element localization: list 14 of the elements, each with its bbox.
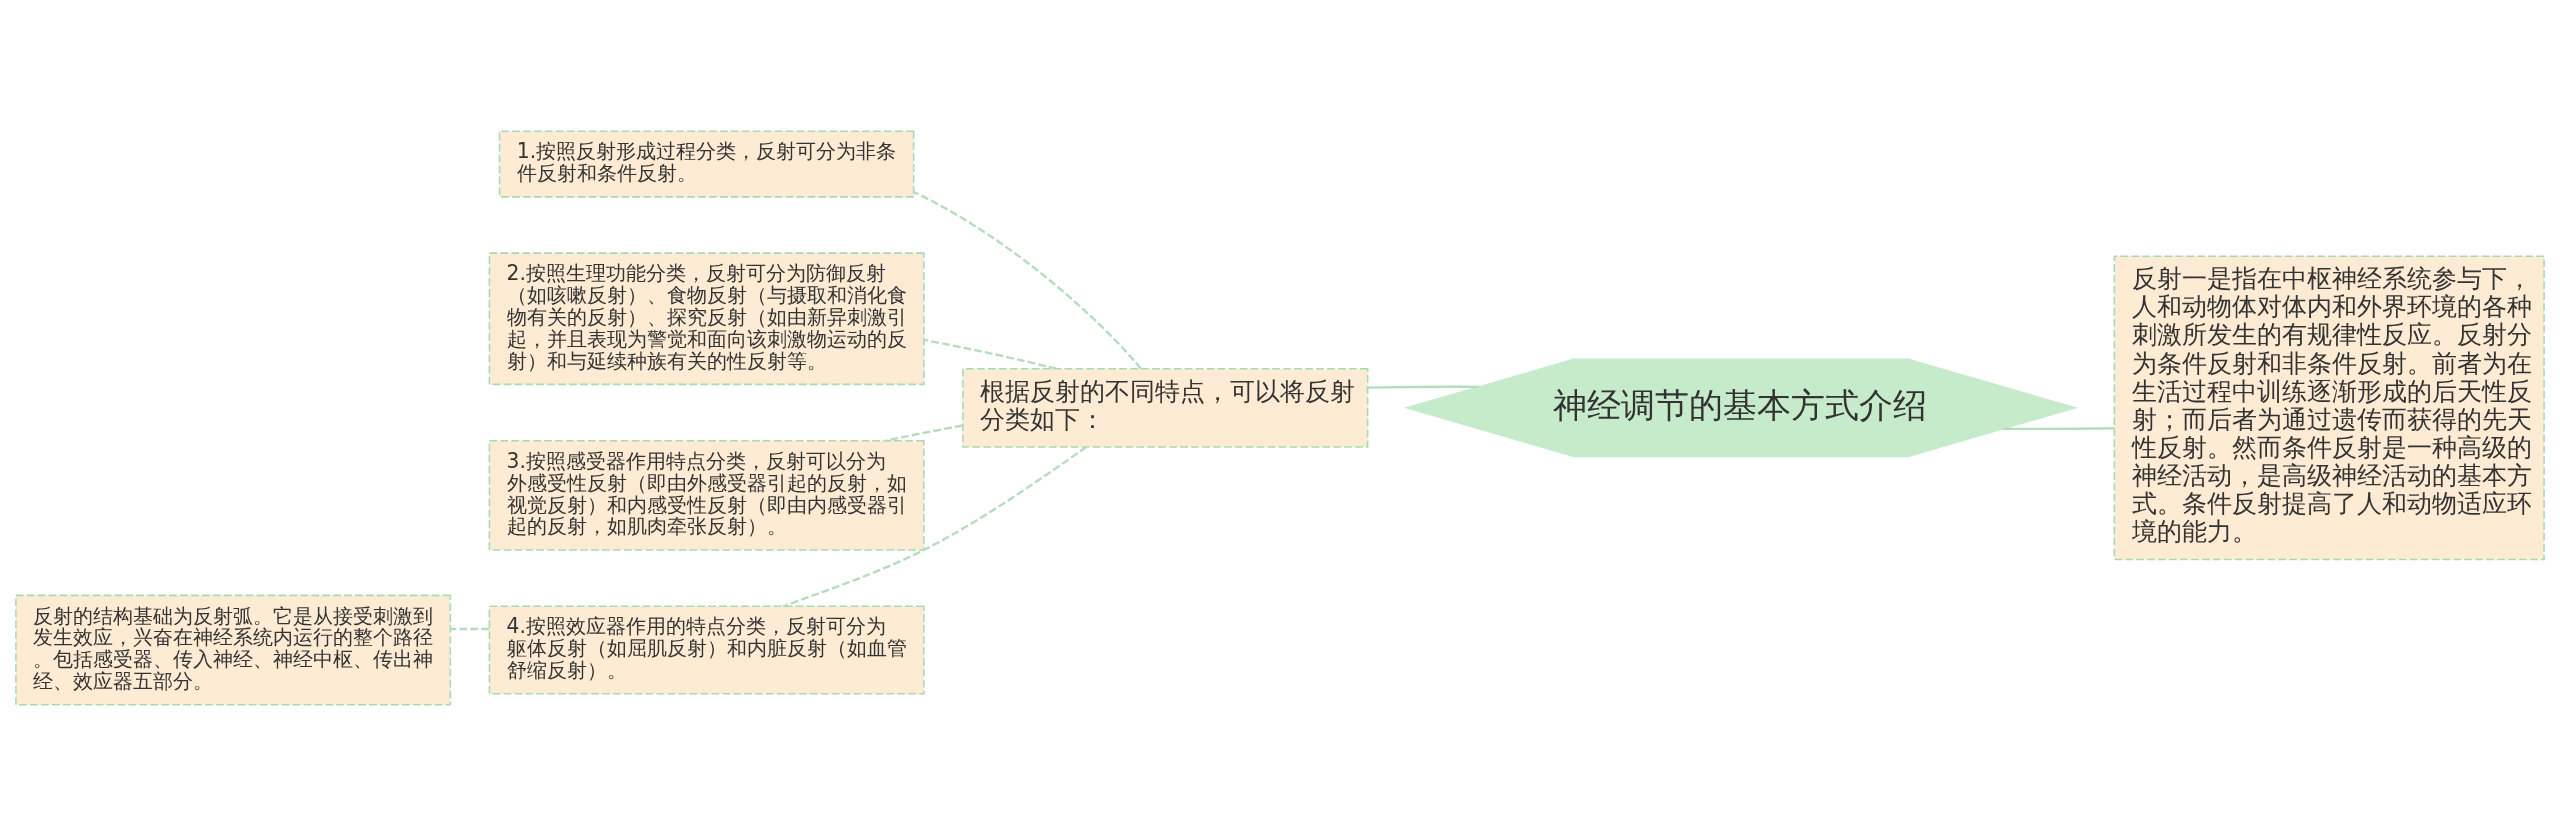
node-box: 反射的结构基础为反射弧。它是从接受刺激到发生效应，兴奋在神经系统内运行的整个路径。包括感受器、传入神经、神经中枢、传出神经、效应器五部分。 (15, 594, 452, 706)
connector (2003, 427, 2115, 431)
connector (782, 446, 1088, 608)
node-box: 反射一是指在中枢神经系统参与下，人和动物体对体内和外界环境的各种刺激所发生的有规律性反应。反射分为条件反射和非条件反射。前者为在生活过程中训练逐渐形成的后天性反射；而后者为通过遗传而获得的先天性反射。然而条件反射是一种高级的神经活动，是高级神经活动的基本方式。条件反射提高了人和动物适应环境的能力。 (2113, 255, 2545, 561)
node-box: 2.按照生理功能分类，反射可分为防御反射（如咳嗽反射）、食物反射（与摄取和消化食物有关的反射）、探究反射（如由新异刺激引起，并且表现为警觉和面向该刺激物运动的反射）和与延续种族有关的性反射等。 (488, 252, 925, 386)
connector (1367, 385, 1480, 389)
connector (923, 338, 1057, 370)
node-box: 4.按照效应器作用的特点分类，反射可分为躯体反射（如屈肌反射）和内脏反射（如血管舒缩反射）。 (488, 605, 925, 695)
connector (885, 424, 963, 442)
node-box: 根据反射的不同特点，可以将反射分类如下： (962, 368, 1369, 448)
node-box: 3.按照感受器作用特点分类，反射可以分为外感受性反射（即由外感受器引起的反射，如视觉反射）和内感受性反射（即由内感受器引起的反射，如肌肉牵张反射）。 (488, 439, 925, 551)
node-box: 1.按照反射形成过程分类，反射可分为非条件反射和条件反射。 (498, 130, 915, 198)
connector (450, 627, 490, 631)
connector (913, 191, 1142, 370)
